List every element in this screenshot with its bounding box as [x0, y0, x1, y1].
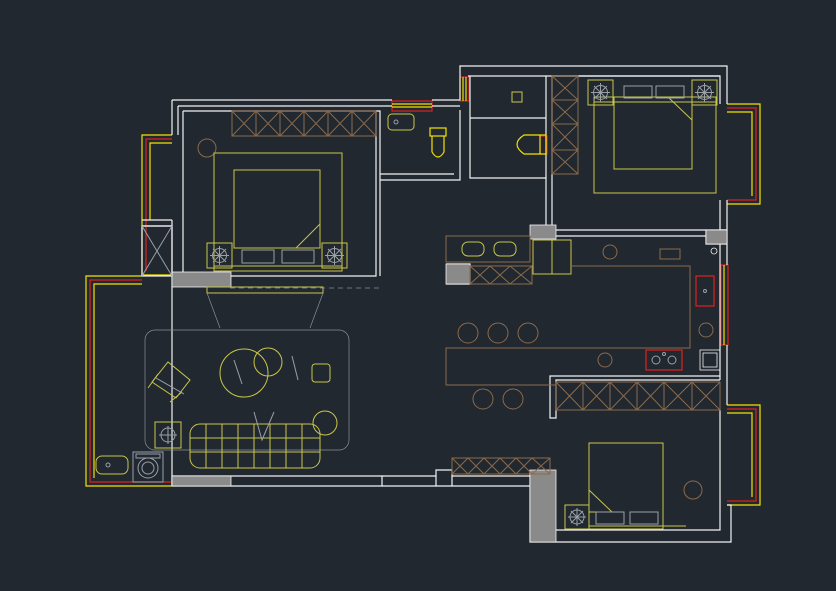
laundry-sink	[95, 455, 129, 475]
window-north-west	[391, 100, 433, 112]
upper-cabinet	[469, 265, 533, 285]
water-heater	[699, 349, 721, 371]
living-room	[144, 286, 380, 469]
washing-machine	[132, 451, 164, 483]
nightstand-lamp-left	[206, 242, 233, 269]
side-table-lamp	[154, 421, 182, 449]
window-east-upper	[727, 103, 761, 205]
window-frames	[85, 76, 761, 506]
plant-pot	[197, 138, 217, 158]
bath-sink	[387, 113, 415, 131]
window-west-lower	[85, 275, 172, 487]
sofa	[189, 410, 338, 469]
master-bedroom-west	[197, 110, 377, 272]
storage-cabinet-west	[141, 225, 173, 277]
coffee-tables	[219, 347, 331, 398]
structural-columns	[171, 224, 728, 543]
window-east-lower	[727, 404, 761, 506]
wardrobe-north	[231, 110, 377, 137]
kitchen-sink	[445, 235, 531, 263]
nightstand-lamp-right	[321, 242, 348, 269]
bedroom-northeast	[587, 79, 718, 255]
bed-double	[213, 152, 343, 272]
bed-se	[588, 442, 686, 530]
tv-console	[206, 286, 380, 329]
balcony	[95, 225, 173, 483]
nightstand-ne-left	[587, 79, 614, 106]
nightstand-se	[564, 504, 590, 530]
nightstand-ne-right	[691, 79, 718, 106]
cooktop	[645, 349, 683, 371]
bed-ne	[593, 85, 717, 194]
toilet-east	[516, 134, 547, 155]
bathroom	[387, 75, 579, 179]
window-east-kitchen	[720, 264, 729, 346]
bar-stools	[457, 322, 539, 410]
window-north-bath	[459, 76, 470, 102]
wardrobe-se	[555, 381, 721, 411]
walls	[142, 65, 732, 543]
bedroom-southeast	[555, 381, 721, 530]
shower-drain	[511, 91, 523, 103]
wall-panel-east	[695, 275, 715, 307]
kitchen-counter	[445, 244, 714, 386]
hall-cabinet-south	[451, 457, 551, 475]
plant-pot-se	[683, 480, 703, 500]
kitchen-dining	[445, 235, 721, 410]
armchair	[147, 361, 191, 403]
toilet-west	[429, 127, 447, 158]
window-west-upper	[141, 134, 172, 276]
area-rug	[144, 329, 350, 451]
fridge	[532, 239, 572, 275]
shelf-cabinet	[551, 75, 579, 175]
